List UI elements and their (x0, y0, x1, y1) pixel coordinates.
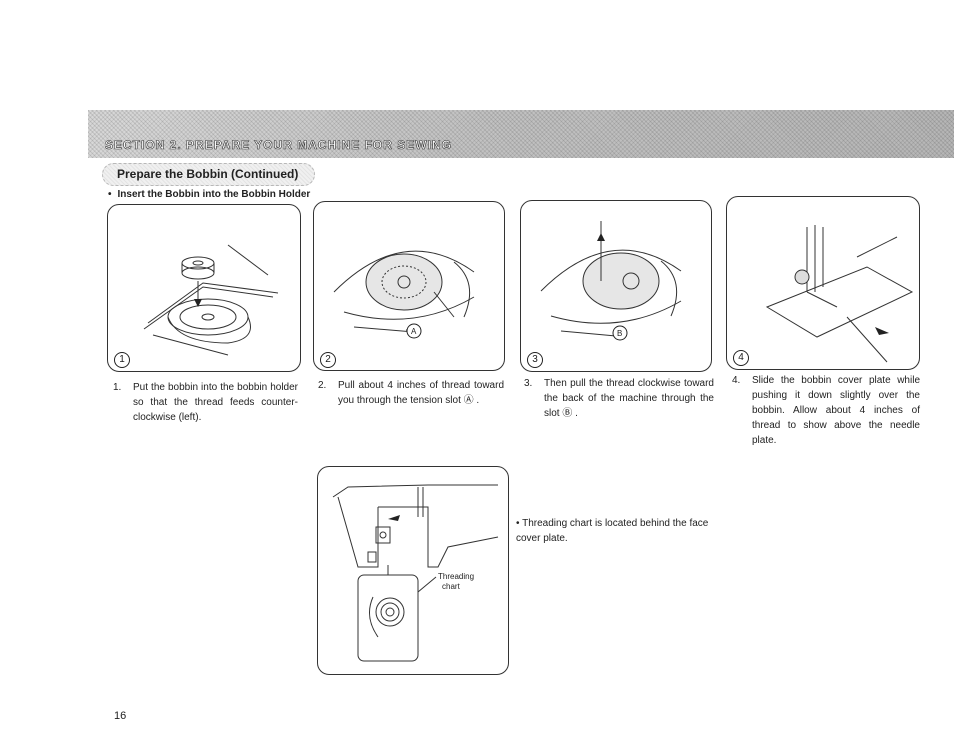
figure-1-bobbin-insert: 1 (107, 204, 301, 372)
note-bullet: • (516, 518, 520, 529)
step-4-number: 4. (732, 375, 741, 386)
threading-chart-note: • Threading chart is located behind the … (516, 516, 716, 546)
step-1-body: Put the bobbin into the bobbin holder so… (133, 382, 298, 423)
tension-slot-illustration: A (333, 250, 475, 339)
step-badge-1: 1 (114, 352, 130, 368)
step-2-number: 2. (318, 380, 327, 391)
step-badge-3: 3 (527, 352, 543, 368)
page-number: 16 (114, 710, 127, 722)
bullet-heading: • Insert the Bobbin into the Bobbin Holde… (108, 189, 310, 200)
figure-2-tension-slot: A 2 (313, 201, 505, 371)
figure-4-cover-plate: 4 (726, 196, 920, 370)
subsection-title: Prepare the Bobbin (Continued) (102, 163, 316, 186)
figure-3-slot-b: B 3 (520, 200, 712, 372)
cover-plate-illustration (765, 225, 914, 363)
callout-b-label: B (617, 329, 622, 338)
step-2-text: 2. Pull about 4 inches of thread toward … (318, 378, 504, 408)
bobbin-insert-illustration (143, 244, 279, 356)
step-1-number: 1. (113, 382, 122, 393)
section-header-band (88, 110, 954, 158)
bullet-dot-icon: • (108, 189, 112, 200)
step-4-text: 4. Slide the bobbin cover plate while pu… (732, 373, 920, 448)
step-4-body: Slide the bobbin cover plate while pushi… (752, 375, 920, 446)
step-2-body: Pull about 4 inches of thread toward you… (338, 380, 504, 406)
step-1-text: 1. Put the bobbin into the bobbin holder… (113, 380, 298, 425)
bullet-heading-text: Insert the Bobbin into the Bobbin Holder (117, 189, 311, 200)
callout-a-label: A (411, 327, 417, 336)
step-3-number: 3. (524, 378, 533, 389)
section-title: SECTION 2. PREPARE YOUR MACHINE FOR SEWI… (105, 138, 452, 153)
threading-label-line1: Threading (438, 572, 474, 581)
slot-b-illustration: B (540, 221, 682, 341)
threading-label-line2: chart (442, 582, 461, 591)
figure-threading-chart: Threading chart (317, 466, 509, 675)
step-3-body: Then pull the thread clockwise toward th… (544, 378, 714, 419)
threading-chart-illustration: Threading chart (332, 484, 499, 662)
note-text: Threading chart is located behind the fa… (516, 518, 709, 544)
step-3-text: 3. Then pull the thread clockwise toward… (524, 376, 714, 421)
step-badge-4: 4 (733, 350, 749, 366)
step-badge-2: 2 (320, 352, 336, 368)
